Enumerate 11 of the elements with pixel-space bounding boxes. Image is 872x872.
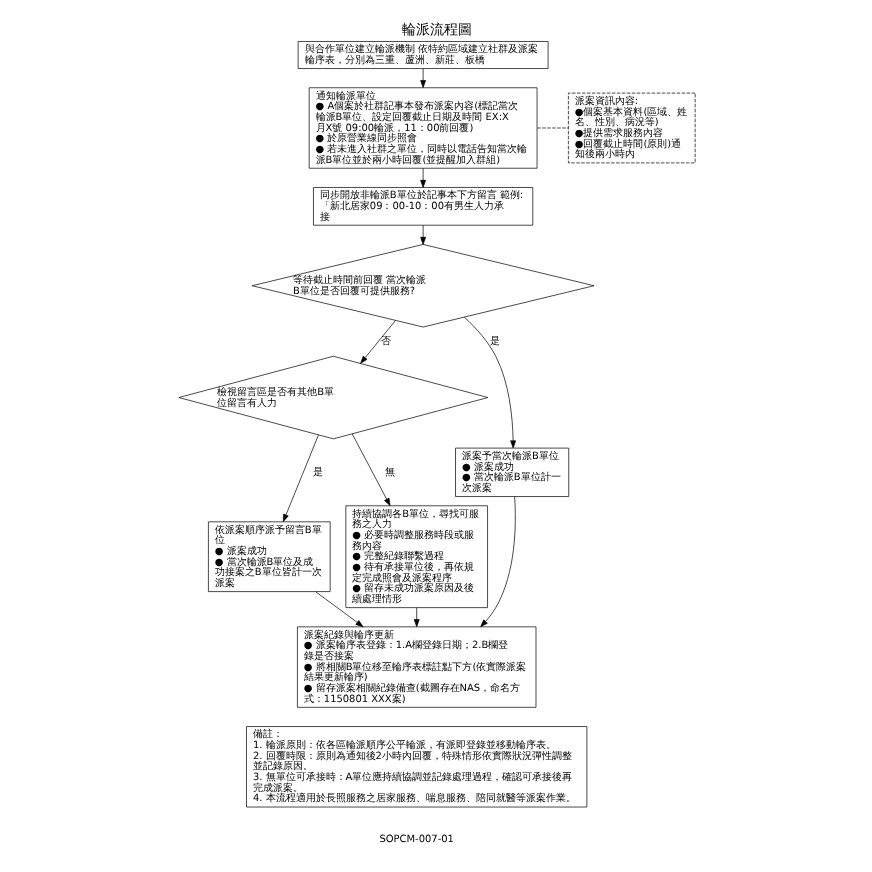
arrow: [419, 167, 425, 188]
arrow: [359, 320, 395, 364]
arrow: [281, 434, 318, 522]
arrow: [479, 496, 515, 628]
connector: [535, 127, 568, 129]
arrow: [419, 224, 425, 245]
arrow: [463, 316, 515, 449]
arrow: [350, 433, 390, 506]
arrow: [314, 591, 363, 628]
arrow: [412, 607, 419, 628]
arrow: [419, 68, 425, 88]
